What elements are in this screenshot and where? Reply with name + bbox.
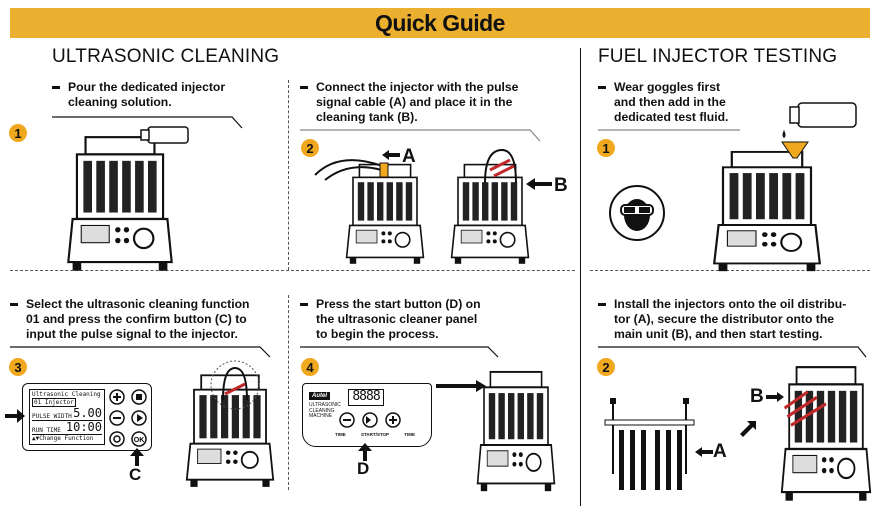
text-line: MACHINE xyxy=(309,413,333,419)
ok-button-glyph: OK xyxy=(134,437,145,444)
injector-in-tank-icon xyxy=(210,360,260,410)
goggles-icon xyxy=(609,185,665,241)
arrow-left-icon xyxy=(526,178,552,190)
label-b: B xyxy=(750,386,764,407)
step-badge: 2 xyxy=(301,139,319,157)
text-line: ULTRASONIC xyxy=(309,402,341,408)
arrow-diagonal-icon xyxy=(740,421,756,437)
step-divider xyxy=(288,80,289,270)
row-divider xyxy=(10,270,575,271)
step-badge: 4 xyxy=(301,358,319,376)
injector-tester-illustration xyxy=(780,365,872,505)
test-fluid-bottle-icon xyxy=(781,102,857,159)
text-line: signal cable (A) and place it in the xyxy=(316,95,513,109)
arrow-left-icon xyxy=(695,447,713,457)
panel-buttons: OK xyxy=(109,389,147,447)
step-badge: 2 xyxy=(597,358,615,376)
row-divider xyxy=(590,270,870,271)
text-line: Wear goggles first xyxy=(614,80,721,94)
fuel-step-2-text: Install the injectors onto the oil distr… xyxy=(598,297,846,342)
text-line: the ultrasonic cleaner panel xyxy=(316,312,478,326)
label-c: C xyxy=(129,465,142,484)
arrow-up-icon xyxy=(358,443,372,461)
text-line: input the pulse signal to the injector. xyxy=(26,327,238,341)
run-time-label: RUN TIME xyxy=(32,427,61,434)
label-b: B xyxy=(554,175,568,196)
text-line: Select the ultrasonic cleaning function xyxy=(26,297,250,311)
pulse-cable-icon xyxy=(314,159,389,181)
pulse-width-value: 5.00 xyxy=(73,406,102,420)
text-line: to begin the process. xyxy=(316,327,439,341)
pulse-width-label: PULSE WIDTH xyxy=(32,413,72,420)
text-line: and then add in the xyxy=(614,95,726,109)
step-badge: 1 xyxy=(597,139,615,157)
cleaning-machine-illustration xyxy=(65,135,175,275)
arrow-right-icon xyxy=(5,409,25,423)
label-a: A xyxy=(402,146,416,167)
label-d: D xyxy=(357,459,370,478)
cleaner-buttons xyxy=(339,412,401,428)
text-line: dedicated test fluid. xyxy=(614,110,729,124)
text-line: cleaning tank (B). xyxy=(316,110,418,124)
text-line: Install the injectors onto the oil distr… xyxy=(614,297,847,311)
section-title-fuel-testing: FUEL INJECTOR TESTING xyxy=(598,46,838,67)
cleaning-machine-illustration xyxy=(476,370,556,495)
text-line: Connect the injector with the pulse xyxy=(316,80,519,94)
lcd-screen: Ultrasonic Cleaning 01 Injector PULSE WI… xyxy=(29,389,105,445)
injector-distributor-illustration xyxy=(604,398,695,490)
arrow-left-icon xyxy=(382,150,400,160)
time-plus-button[interactable]: TIME xyxy=(404,432,415,437)
control-panel: Ultrasonic Cleaning 01 Injector PULSE WI… xyxy=(22,383,152,451)
arrow-right-icon xyxy=(766,392,784,402)
page-title: Quick Guide xyxy=(375,9,505,36)
title-bar: Quick Guide xyxy=(10,8,870,38)
time-minus-button[interactable]: TIME xyxy=(335,432,346,437)
text-line: main unit (B), and then start testing. xyxy=(614,327,823,341)
text-line: cleaning solution. xyxy=(68,95,172,109)
text-line: Pour the dedicated injector xyxy=(68,80,226,94)
step-divider xyxy=(288,295,289,490)
lcd-selected-item: 01 Injector xyxy=(32,398,76,407)
text-line: 01 and press the confirm button (C) to xyxy=(26,312,247,326)
text-line: Press the start button (D) on xyxy=(316,297,481,311)
solution-bottle-icon xyxy=(140,126,189,144)
brand-logo: Autel xyxy=(309,392,330,400)
step-badge: 3 xyxy=(9,358,27,376)
section-title-ultrasonic: ULTRASONIC CLEANING xyxy=(52,46,280,67)
run-time-value: 10:00 xyxy=(65,420,102,434)
lcd-hint: ▲▼Change Function xyxy=(32,434,102,442)
arrow-up-icon xyxy=(130,448,144,466)
text-line: CLEANING xyxy=(309,407,335,414)
text-line: tor (A), secure the distributor onto the xyxy=(614,312,835,326)
section-divider xyxy=(580,48,581,506)
label-a: A xyxy=(713,441,727,462)
start-stop-button[interactable]: START/STOP xyxy=(360,432,390,437)
button-labels: TIME START/STOP TIME xyxy=(335,432,415,437)
arrow-right-icon xyxy=(436,380,486,392)
timer-display: 8888 xyxy=(348,389,384,406)
lcd-line: Ultrasonic Cleaning xyxy=(32,391,101,398)
step-badge: 1 xyxy=(9,124,27,142)
injector-in-tank-icon xyxy=(484,148,517,184)
